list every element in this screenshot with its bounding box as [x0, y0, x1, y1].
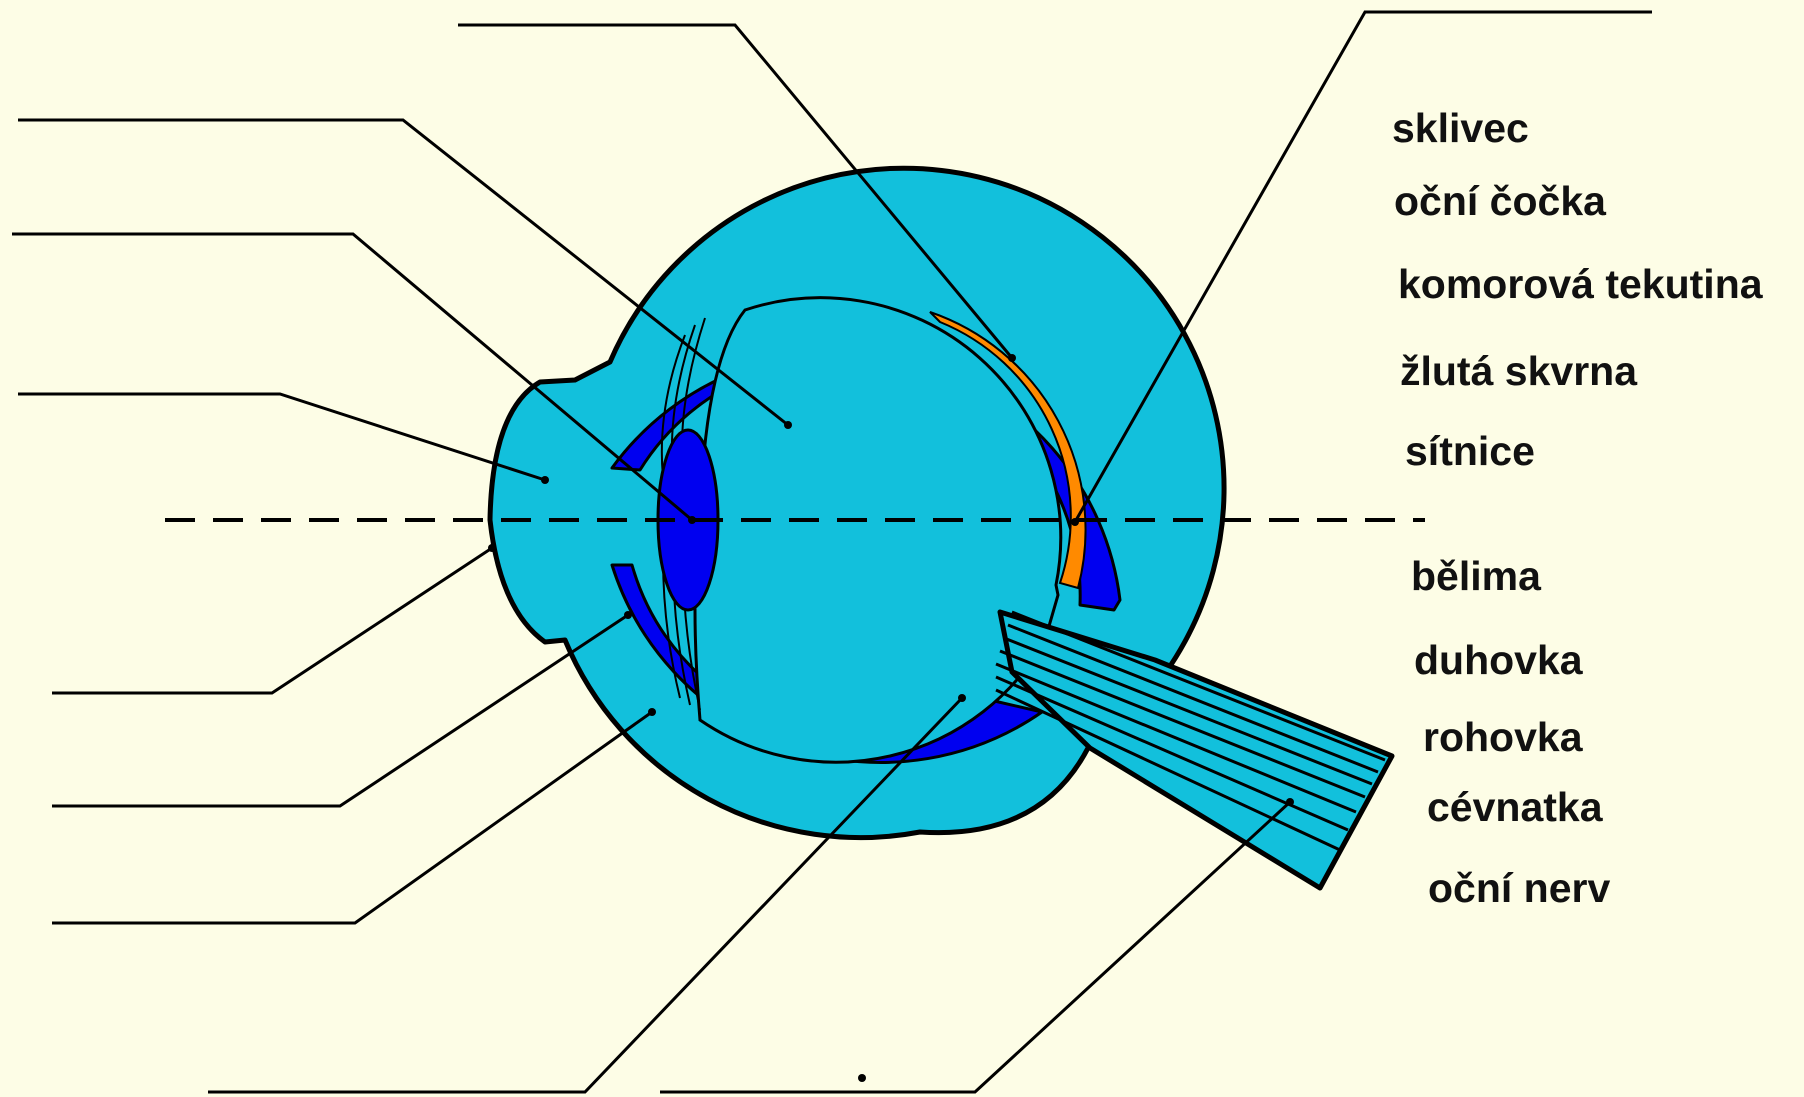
label-cevnatka: cévnatka — [1427, 787, 1603, 828]
label-rohovka: rohovka — [1423, 717, 1583, 758]
label-duhovka: duhovka — [1414, 640, 1583, 681]
leader-line-10 — [660, 802, 1290, 1092]
label-komorova-tekutina: komorová tekutina — [1398, 264, 1763, 305]
label-sitnice: sítnice — [1405, 431, 1535, 472]
label-zluta-skvrna: žlutá skvrna — [1400, 351, 1637, 392]
leader-line-8 — [52, 712, 652, 923]
leader-line-6 — [52, 548, 492, 693]
leader-line-5 — [18, 394, 545, 480]
label-ocni-nerv: oční nerv — [1428, 868, 1610, 909]
label-ocni-cocka: oční čočka — [1394, 181, 1606, 222]
label-sklivec: sklivec — [1392, 108, 1529, 149]
leader-line-7 — [52, 615, 628, 806]
label-belima: bělima — [1411, 556, 1541, 597]
